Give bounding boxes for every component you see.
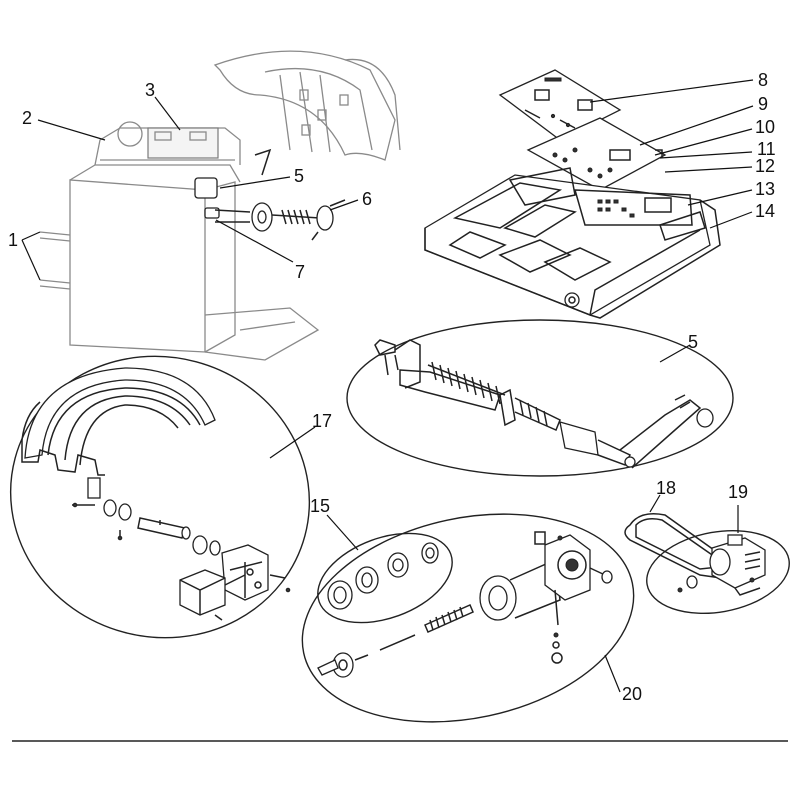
callout-11: 11	[757, 139, 776, 159]
wheel-guard-group	[9, 355, 311, 639]
callout-3: 3	[145, 80, 155, 100]
console-housing	[424, 167, 721, 319]
leader-lines	[21, 79, 754, 693]
callout-19: 19	[728, 482, 748, 502]
machine-shaft-assembly	[194, 148, 346, 241]
callout-5-top: 5	[294, 166, 304, 186]
machine-hood-ghost	[213, 50, 401, 161]
console-assembly	[424, 69, 721, 319]
group-outline-20	[301, 513, 635, 723]
callout-7: 7	[295, 262, 305, 282]
machine-cabinet	[39, 121, 320, 361]
callout-2: 2	[22, 108, 32, 128]
callout-13: 13	[755, 179, 775, 199]
adapter-cones-group	[317, 532, 453, 624]
group-outline-17	[9, 355, 311, 639]
measuring-arm-group	[346, 319, 734, 477]
callout-18: 18	[656, 478, 676, 498]
callout-8: 8	[758, 70, 768, 90]
callout-17: 17	[312, 411, 332, 431]
motor-group	[646, 529, 790, 615]
callout-10: 10	[755, 117, 775, 137]
callout-labels: 1 2 3 5 6 7 8 9 10 11 12 13 14 5 17 15 1…	[8, 70, 776, 704]
callout-20: 20	[622, 684, 642, 704]
group-outline-15	[317, 532, 453, 624]
main-shaft-group	[301, 513, 635, 723]
circuit-board	[526, 117, 667, 191]
callout-1: 1	[8, 230, 18, 250]
group-outline-19	[646, 529, 790, 615]
callout-14: 14	[755, 201, 775, 221]
callout-9: 9	[758, 94, 768, 114]
callout-6: 6	[362, 189, 372, 209]
callout-12: 12	[755, 156, 775, 176]
wheel-balancer-machine	[39, 50, 401, 361]
callout-15: 15	[310, 496, 330, 516]
callout-5-arm: 5	[688, 332, 698, 352]
group-outline-5	[346, 319, 734, 477]
